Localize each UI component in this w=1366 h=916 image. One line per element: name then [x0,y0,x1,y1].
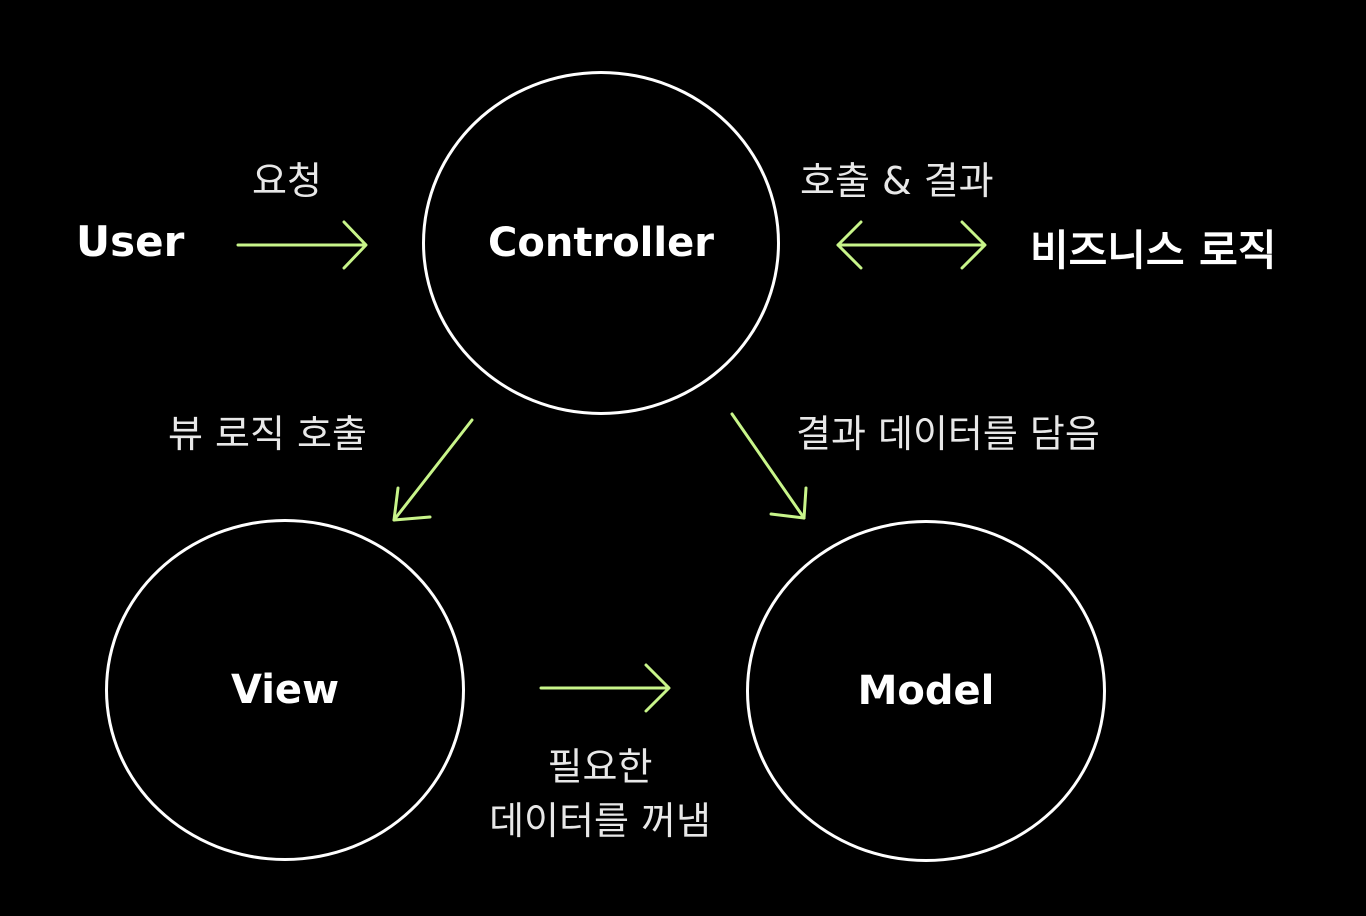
model-label: Model [857,668,995,714]
controller-label: Controller [488,220,714,266]
view-node: View [105,519,465,861]
user-label: User [76,217,185,266]
arrow-controller-to-model [730,412,808,520]
arrow-controller-to-view [392,418,474,522]
business-logic-label: 비즈니스 로직 [1030,226,1277,275]
view-logic-call-edge-label: 뷰 로직 호출 [168,412,367,456]
fetch-needed-data-line2: 데이터를 꺼냄 [489,799,711,843]
call-and-result-edge-label: 호출 & 결과 [800,159,994,203]
controller-node: Controller [422,71,780,415]
model-node: Model [746,520,1106,862]
fetch-needed-data-line1: 필요한 [547,745,653,789]
request-edge-label: 요청 [252,159,322,203]
arrow-view-to-model [539,663,671,713]
arrow-controller-business-bidirectional [836,220,987,270]
arrow-user-to-controller [236,220,368,270]
view-label: View [230,667,340,713]
fetch-needed-data-edge-label: 필요한 데이터를 꺼냄 [470,740,730,848]
store-result-data-edge-label: 결과 데이터를 담음 [796,412,1100,456]
